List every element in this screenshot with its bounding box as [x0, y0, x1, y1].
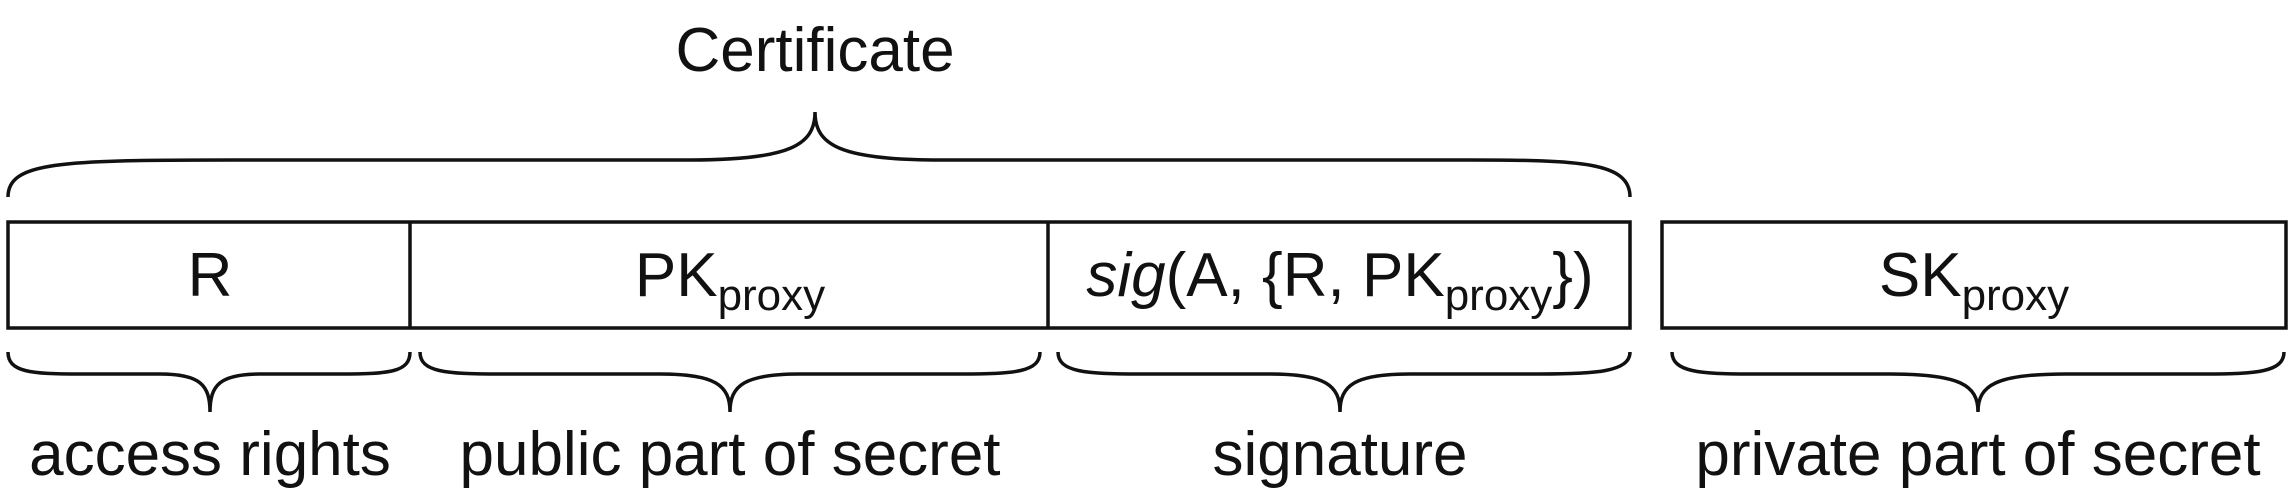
certificate-title: Certificate	[675, 16, 955, 85]
rights-cell: R	[188, 245, 233, 307]
private-part-label: private part of secret	[1695, 420, 2261, 489]
signature-function: sig	[1086, 241, 1166, 310]
private-part-brace	[1670, 351, 2286, 413]
private-key-symbol: SK	[1878, 241, 1962, 310]
signature-subscript: proxy	[1444, 271, 1553, 320]
signature-brace	[1056, 351, 1632, 413]
private-key-cell: SKproxy	[1879, 245, 2069, 318]
public-key-subscript: proxy	[717, 271, 826, 320]
signature-label: signature	[1212, 420, 1468, 489]
signature-args: (A, {R, PK	[1165, 241, 1445, 310]
public-part-brace	[418, 351, 1042, 413]
signature-args-close: })	[1552, 241, 1594, 310]
private-key-box	[1660, 220, 2288, 330]
access-rights-label: access rights	[29, 420, 391, 489]
public-key-symbol: PK	[634, 241, 718, 310]
certificate-brace	[6, 111, 1632, 198]
access-rights-brace	[6, 351, 412, 413]
public-key-cell: PKproxy	[635, 245, 825, 318]
public-part-label: public part of secret	[459, 420, 1001, 489]
certificate-box	[6, 220, 1632, 330]
private-key-subscript: proxy	[1961, 271, 2070, 320]
rights-symbol: R	[187, 241, 233, 310]
signature-cell: sig(A, {R, PKproxy})	[1086, 245, 1593, 318]
